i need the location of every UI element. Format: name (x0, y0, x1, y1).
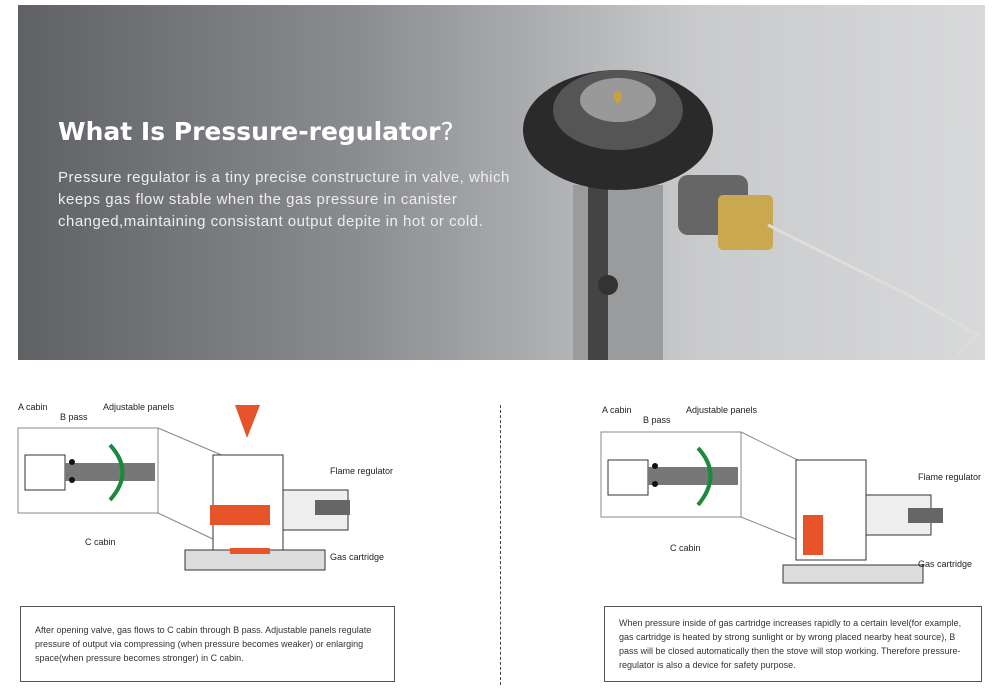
section-divider (500, 405, 501, 685)
right-label-adjustable-panels: Adjustable panels (686, 405, 758, 415)
right-label-flame-regulator: Flame regulator (918, 472, 982, 482)
valve-photo (523, 70, 981, 360)
right-label-b-pass: B pass (643, 415, 671, 425)
left-label-a-cabin: A cabin (18, 402, 48, 412)
left-label-flame-regulator: Flame regulator (330, 466, 394, 476)
left-label-b-pass: B pass (60, 412, 88, 422)
left-description: After opening valve, gas flows to C cabi… (20, 606, 395, 682)
left-label-adjustable-panels: Adjustable panels (103, 402, 175, 412)
right-label-a-cabin: A cabin (602, 405, 632, 415)
right-regulator-diagram (600, 431, 943, 584)
right-description: When pressure inside of gas cartridge in… (604, 606, 982, 682)
right-label-gas-cartridge: Gas cartridge (918, 559, 973, 569)
hero-body: Pressure regulator is a tiny precise con… (58, 169, 510, 230)
hero-title: What Is Pressure-regulator? (58, 117, 454, 146)
left-regulator-diagram (17, 405, 350, 571)
left-label-gas-cartridge: Gas cartridge (330, 552, 385, 562)
hero-banner: What Is Pressure-regulator? Pressure reg… (18, 5, 985, 360)
right-label-c-cabin: C cabin (670, 543, 701, 553)
left-label-c-cabin: C cabin (85, 537, 116, 547)
